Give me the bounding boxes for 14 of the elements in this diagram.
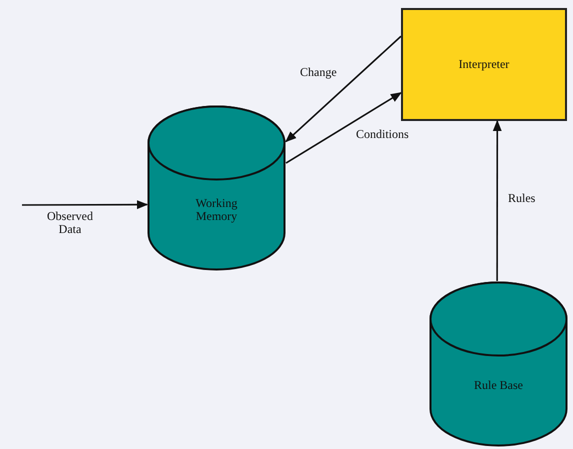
cylinder-node bbox=[429, 281, 568, 447]
edge-label: Rules bbox=[508, 192, 536, 206]
node-label: Working Memory bbox=[194, 196, 238, 224]
node-label: Rule Base bbox=[474, 379, 523, 393]
node-label: Interpreter bbox=[458, 58, 510, 72]
arrow bbox=[22, 200, 148, 210]
edge-label: Observed Data bbox=[46, 210, 94, 236]
edge-label: Change bbox=[300, 66, 337, 80]
edge-label: Conditions bbox=[356, 128, 409, 142]
cylinder-node bbox=[147, 105, 286, 271]
process-box bbox=[401, 8, 567, 121]
arrow bbox=[492, 120, 502, 281]
arrow bbox=[285, 36, 402, 142]
arrow bbox=[286, 92, 402, 164]
